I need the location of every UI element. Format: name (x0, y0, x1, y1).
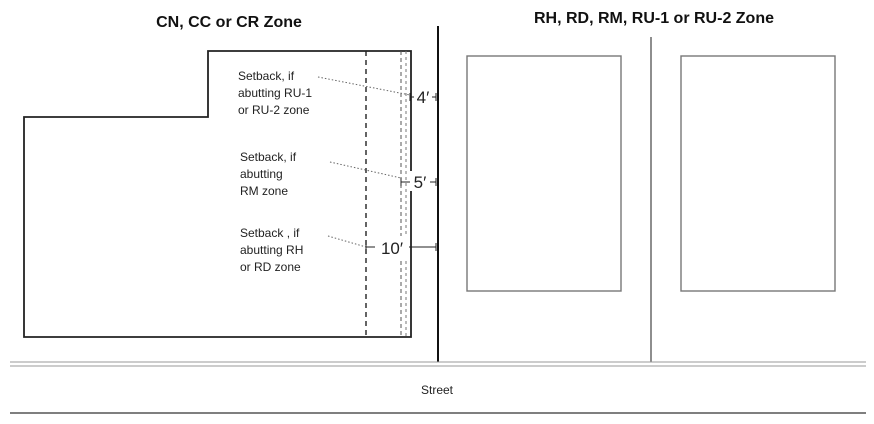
setback-distance-4ft: 4′ (417, 88, 430, 107)
setback-annotation-5ft: Setback, if abutting RM zone 5′ (240, 150, 437, 198)
setback-distance-5ft: 5′ (414, 173, 427, 192)
label-bg-10ft (375, 236, 409, 258)
setback-label-5ft: Setback, if abutting RM zone (240, 150, 299, 198)
setback-annotation-4ft: Setback, if abutting RU-1 or RU-2 zone 4… (238, 69, 437, 117)
right-zone-title: RH, RD, RM, RU-1 or RU-2 Zone (534, 10, 774, 27)
leader-line-10ft (327, 235, 367, 248)
residential-house-1 (466, 55, 622, 292)
leader-line-5ft (329, 161, 402, 179)
street-label: Street (421, 383, 454, 397)
label-bg-4ft (414, 86, 432, 106)
commercial-building-outline (23, 50, 412, 338)
left-zone-title: CN, CC or CR Zone (156, 14, 302, 31)
setback-distance-10ft: 10′ (381, 239, 403, 258)
label-bg-5ft (410, 171, 430, 191)
residential-house-2 (680, 55, 836, 292)
setback-label-4ft: Setback, if abutting RU-1 or RU-2 zone (238, 69, 315, 117)
setback-label-10ft: Setback , if abutting RH or RD zone (240, 226, 307, 274)
setback-annotation-10ft: Setback , if abutting RH or RD zone 10′ (240, 226, 437, 274)
leader-line-4ft (317, 76, 411, 96)
